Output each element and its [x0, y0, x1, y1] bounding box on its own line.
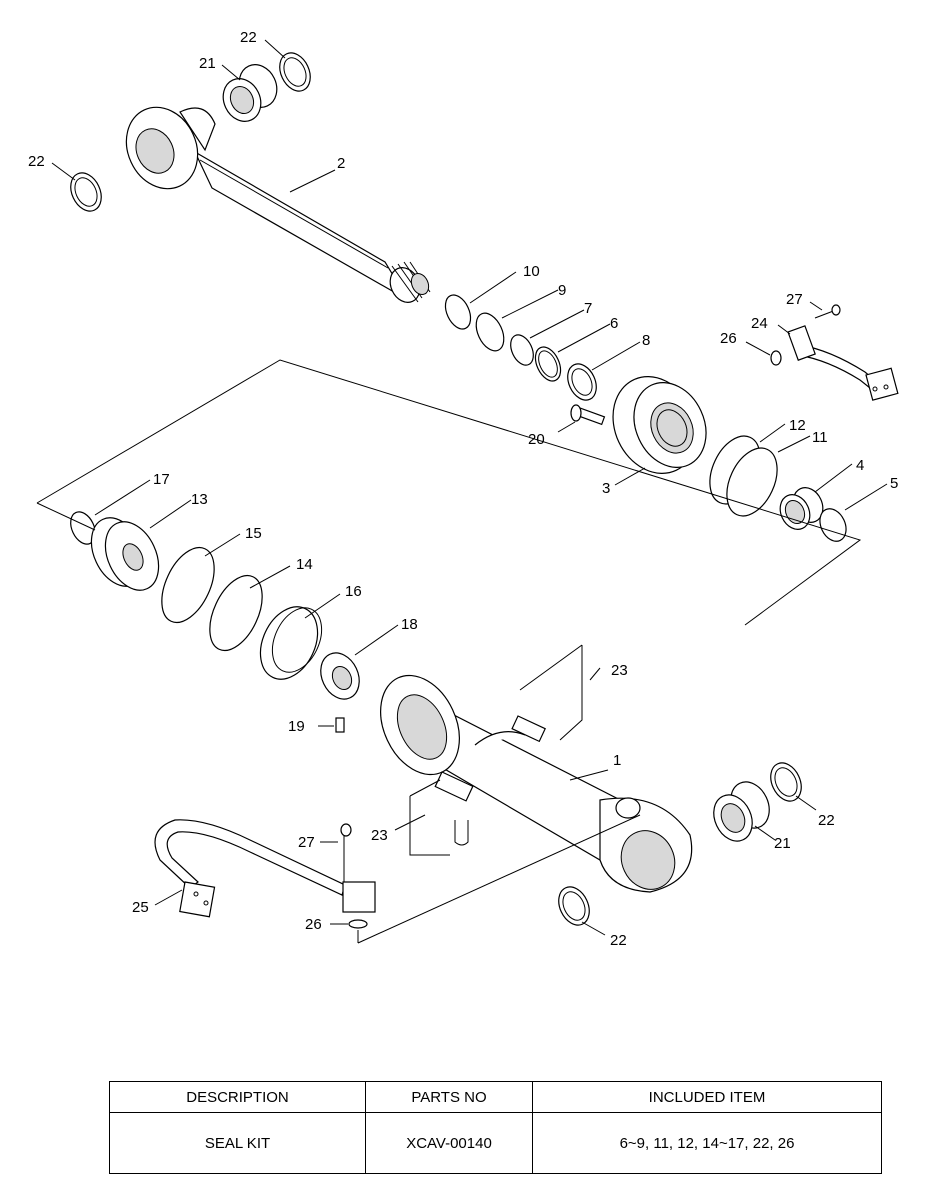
dust-seal-22-top	[279, 52, 311, 92]
exploded-cylinder-diagram: 22 21 22 2 10 9 7 6 8 27 24 26 20 12 11 …	[28, 29, 899, 949]
header-description: DESCRIPTION	[109, 1081, 366, 1113]
dust-seal-22-right	[770, 762, 802, 802]
head-seals	[444, 294, 597, 401]
bolt-20	[570, 404, 606, 426]
tube-brackets	[434, 715, 546, 846]
cylinder-tube-1	[380, 674, 693, 893]
callout-24: 24	[751, 315, 768, 332]
piston-13	[70, 511, 160, 591]
callout-6: 6	[610, 315, 618, 332]
callout-14: 14	[296, 556, 313, 573]
callout-4: 4	[856, 457, 864, 474]
rod-bushing-21	[222, 64, 278, 122]
callout-3: 3	[602, 480, 610, 497]
table-header-row: DESCRIPTION PARTS NO INCLUDED ITEM	[109, 1081, 882, 1113]
set-screw-19	[335, 717, 345, 733]
callout-23-top: 23	[611, 662, 628, 679]
leader-lines	[51, 39, 888, 936]
callout-5: 5	[890, 475, 898, 492]
pipe-24	[770, 304, 899, 401]
callout-15: 15	[245, 525, 262, 542]
callout-18: 18	[401, 616, 418, 633]
dust-seal-22-bottom	[558, 886, 590, 926]
callout-11: 11	[812, 429, 828, 446]
rod-thread	[389, 261, 431, 303]
callout-21-top: 21	[199, 55, 216, 72]
seal-kit-table: DESCRIPTION PARTS NO INCLUDED ITEM SEAL …	[109, 1081, 882, 1174]
bushing-4	[779, 487, 824, 530]
callout-22-left: 22	[28, 153, 45, 170]
callout-16: 16	[345, 583, 362, 600]
seal-5	[819, 508, 847, 542]
callout-25: 25	[132, 899, 149, 916]
header-included-item: INCLUDED ITEM	[532, 1081, 882, 1113]
callout-labels: 22 21 22 2 10 9 7 6 8 27 24 26 20 12 11 …	[28, 29, 898, 949]
table-row: SEAL KIT XCAV-00140 6~9, 11, 12, 14~17, …	[109, 1112, 882, 1174]
pipe-25	[154, 819, 376, 929]
header-parts-no: PARTS NO	[365, 1081, 533, 1113]
callout-1: 1	[613, 752, 621, 769]
callout-22-top: 22	[240, 29, 257, 46]
callout-22-right: 22	[818, 812, 835, 829]
group-outlines	[36, 359, 862, 944]
callout-27-bottom: 27	[298, 834, 315, 851]
callout-20: 20	[528, 431, 545, 448]
dust-seal-22-left	[70, 172, 102, 212]
callout-12: 12	[789, 417, 806, 434]
callout-8: 8	[642, 332, 650, 349]
piston-rings-14-15-16	[161, 546, 323, 680]
callout-26-top: 26	[720, 330, 737, 347]
nut-18	[320, 652, 360, 700]
backup-rings-11-12	[709, 435, 778, 517]
callout-2: 2	[337, 155, 345, 172]
cell-parts-no: XCAV-00140	[365, 1112, 533, 1174]
piston-rod	[125, 106, 431, 303]
rod-cover-3	[612, 376, 707, 474]
callout-7: 7	[584, 300, 592, 317]
callout-21-bottom: 21	[774, 835, 791, 852]
callout-17: 17	[153, 471, 170, 488]
cell-included-item: 6~9, 11, 12, 14~17, 22, 26	[532, 1112, 882, 1174]
callout-23-bottom: 23	[371, 827, 388, 844]
callout-26-bottom: 26	[305, 916, 322, 933]
callout-19: 19	[288, 718, 305, 735]
callout-22-bottom: 22	[610, 932, 627, 949]
cell-description: SEAL KIT	[109, 1112, 366, 1174]
callout-13: 13	[191, 491, 208, 508]
callout-27-top: 27	[786, 291, 803, 308]
callout-9: 9	[558, 282, 566, 299]
rod-bushing-21-bottom	[713, 781, 770, 842]
callout-10: 10	[523, 263, 540, 280]
